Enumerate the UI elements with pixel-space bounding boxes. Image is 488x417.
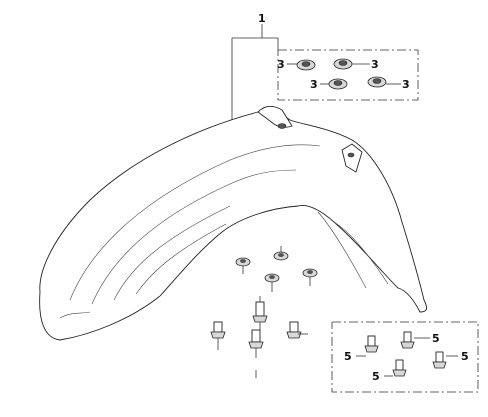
callout-label-fender: 1 (258, 12, 266, 25)
grommet-icon (333, 58, 370, 70)
washer-icon (302, 268, 318, 286)
callout-1-bracket (231, 24, 279, 128)
washer-icon (235, 257, 251, 274)
front-fender-icon (39, 105, 428, 341)
bolt-icon (356, 335, 379, 357)
bolt-icon (252, 296, 268, 330)
grommet-label-1: 3 (277, 58, 285, 71)
grommet-icon (367, 76, 401, 88)
bolt-label-4: 5 (461, 350, 469, 363)
washer-icon (264, 273, 280, 292)
bolt-label-2: 5 (432, 332, 440, 345)
bolt-icon (384, 359, 407, 377)
grommet-kit-box (277, 49, 419, 101)
grommet-label-4: 3 (402, 78, 410, 91)
bolt-icon (432, 351, 458, 369)
bolt-icon (286, 321, 308, 339)
grommet-label-2: 3 (371, 58, 379, 71)
bolt-label-1: 5 (344, 350, 352, 363)
bolt-icon (400, 331, 430, 349)
bolt-icon (248, 329, 264, 358)
bolt-icon (210, 321, 226, 350)
bolt-kit-box (331, 321, 479, 393)
washer-icon (273, 246, 289, 261)
grommet-icon (320, 78, 348, 90)
bolt-label-3: 5 (372, 370, 380, 383)
grommet-icon (287, 59, 316, 71)
grommet-label-3: 3 (310, 78, 318, 91)
